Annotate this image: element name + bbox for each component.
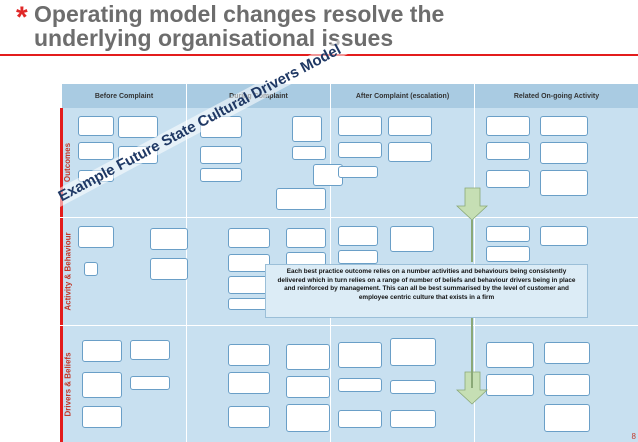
- model-cell: [200, 146, 242, 164]
- model-cell: [228, 406, 270, 428]
- model-cell: [338, 166, 378, 178]
- model-cell: [130, 376, 170, 390]
- model-cell: [338, 226, 378, 246]
- model-cell: [82, 340, 122, 362]
- row-bar-activity: [60, 218, 63, 325]
- model-cell: [540, 116, 588, 136]
- model-cell: [544, 374, 590, 396]
- model-cell: [228, 372, 270, 394]
- model-cell: [78, 116, 114, 136]
- model-cell: [338, 342, 382, 368]
- model-cell: [338, 378, 382, 392]
- model-cell: [338, 116, 382, 136]
- column-divider: [330, 84, 331, 442]
- model-cell: [150, 228, 188, 250]
- model-cell: [292, 116, 322, 142]
- asterisk-icon: *: [16, 1, 28, 34]
- model-cell: [540, 142, 588, 164]
- model-cell: [388, 142, 432, 162]
- model-cell: [486, 342, 534, 368]
- row-bar-drivers: [60, 326, 63, 442]
- model-cell: [130, 340, 170, 360]
- page-number: 8: [631, 432, 636, 441]
- row-divider: [62, 217, 638, 218]
- column-header-ongoing: Related On-going Activity: [475, 84, 638, 108]
- model-cell: [338, 142, 382, 158]
- model-cell: [286, 228, 326, 248]
- model-cell: [78, 142, 114, 160]
- column-divider: [474, 84, 475, 442]
- model-cell: [82, 406, 122, 428]
- model-cell: [540, 170, 588, 196]
- model-cell: [228, 254, 270, 272]
- model-cell: [286, 404, 330, 432]
- summary-callout: Each best practice outcome relies on a n…: [265, 264, 588, 318]
- model-cell: [338, 410, 382, 428]
- model-cell: [338, 250, 378, 264]
- model-cell: [544, 404, 590, 432]
- row-bar-outcomes: [60, 108, 63, 217]
- model-cell: [118, 116, 158, 138]
- model-cell: [228, 344, 270, 366]
- model-cell: [486, 170, 530, 188]
- model-cell: [276, 188, 326, 210]
- model-cell: [292, 146, 326, 160]
- model-cell: [390, 226, 434, 252]
- column-header-before: Before Complaint: [62, 84, 186, 108]
- model-cell: [84, 262, 98, 276]
- row-divider: [62, 325, 638, 326]
- model-cell: [486, 116, 530, 136]
- model-cell: [390, 410, 436, 428]
- model-cell: [540, 226, 588, 246]
- model-cell: [82, 372, 122, 398]
- model-cell: [286, 344, 330, 370]
- model-cell: [150, 258, 188, 280]
- model-cell: [486, 142, 530, 160]
- model-cell: [200, 168, 242, 182]
- title-line-1: Operating model changes resolve the: [34, 1, 445, 27]
- model-cell: [228, 228, 270, 248]
- model-cell: [78, 226, 114, 248]
- column-header-after: After Complaint (escalation): [331, 84, 474, 108]
- model-cell: [390, 380, 436, 394]
- model-cell: [486, 246, 530, 262]
- model-cell: [486, 226, 530, 242]
- model-cell: [286, 376, 330, 398]
- model-cell: [544, 342, 590, 364]
- model-cell: [388, 116, 432, 136]
- model-cell: [486, 374, 534, 396]
- model-cell: [390, 338, 436, 366]
- up-arrow-icon: [455, 187, 489, 221]
